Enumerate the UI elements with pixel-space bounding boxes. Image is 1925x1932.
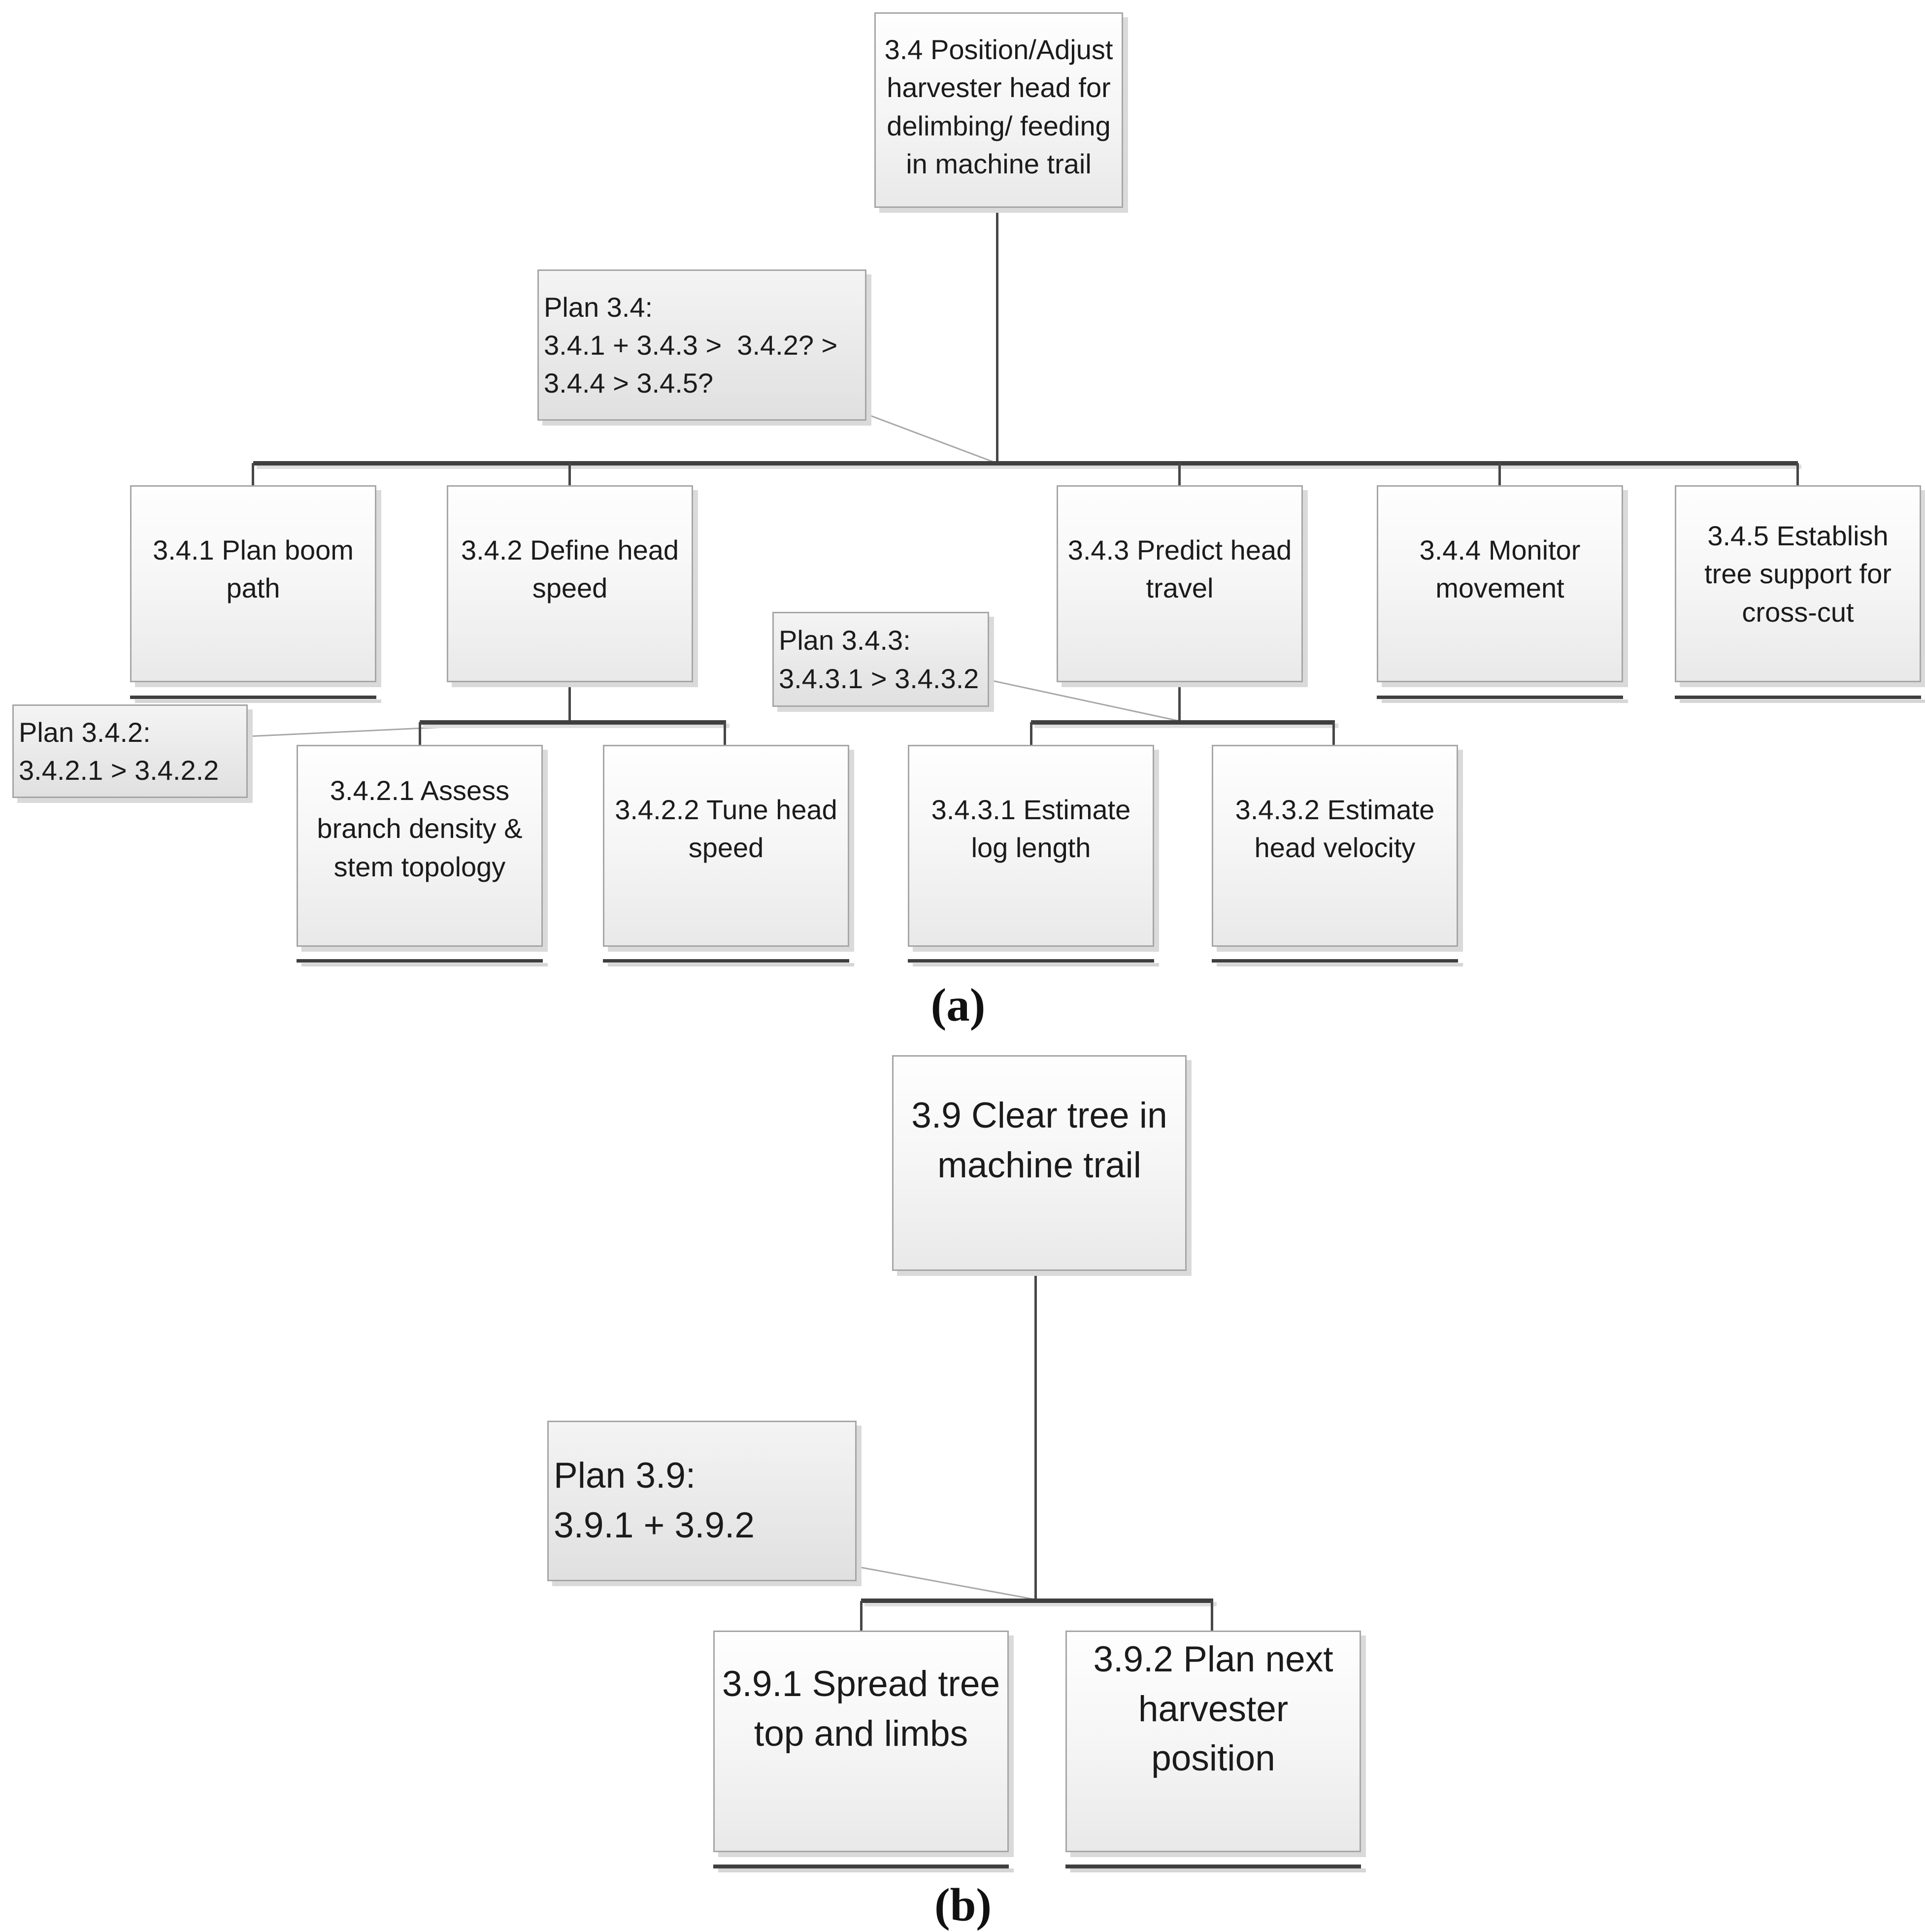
terminal-marker-3-9-1 <box>713 1865 1009 1868</box>
terminal-marker-3-4-5 <box>1675 696 1921 699</box>
connector-stem-3-4-1 <box>252 463 254 487</box>
task-label: 3.4.3.1 Estimate log length <box>931 794 1131 863</box>
terminal-marker-3-4-3-2 <box>1212 959 1458 963</box>
connector-stem-3-4-3-1 <box>1030 722 1032 747</box>
task-box-3-9-1: 3.9.1 Spread tree top and limbs <box>713 1631 1009 1852</box>
connector-stem-root-3-9 <box>1034 1270 1037 1601</box>
plan-box-3-9: Plan 3.9: 3.9.1 + 3.9.2 <box>547 1421 857 1581</box>
task-label: 3.9.1 Spread tree top and limbs <box>722 1664 1000 1754</box>
connector-stem-root-3-4 <box>996 208 998 464</box>
terminal-marker-3-4-1 <box>130 696 376 699</box>
panel-a-caption: (a) <box>930 979 986 1031</box>
task-label: 3.4 Position/Adjust harvester head for d… <box>884 33 1113 179</box>
plan-line: Plan 3.4: <box>544 291 653 323</box>
plan-line: 3.4.3.1 > 3.4.3.2 <box>779 663 979 694</box>
connector-bar-3-4-2 <box>420 720 726 725</box>
task-box-3-4-5: 3.4.5 Establish tree support for cross-c… <box>1675 485 1921 682</box>
task-box-3-4-2-2: 3.4.2.2 Tune head speed <box>603 745 849 947</box>
task-box-3-4-3: 3.4.3 Predict head travel <box>1057 485 1303 682</box>
plan-line: 3.9.1 + 3.9.2 <box>554 1505 755 1545</box>
connector-stem-3-4-2-down <box>568 682 571 722</box>
plan-line: Plan 3.9: <box>554 1456 696 1496</box>
connector-stem-3-4-3-2 <box>1332 722 1335 747</box>
connector-stem-3-4-2-2 <box>724 722 726 747</box>
plan-line: 3.4.4 > 3.4.5? <box>544 367 714 399</box>
task-box-3-4: 3.4 Position/Adjust harvester head for d… <box>874 12 1123 208</box>
leader-line-plan-3-9 <box>855 1566 1036 1600</box>
plan-line: Plan 3.4.2: <box>19 716 151 748</box>
connector-stem-3-9-1 <box>860 1601 863 1632</box>
terminal-marker-3-4-2-1 <box>297 959 543 963</box>
plan-line: Plan 3.4.3: <box>779 625 911 656</box>
terminal-marker-3-4-4 <box>1377 696 1623 699</box>
plan-box-3-4-2: Plan 3.4.2: 3.4.2.1 > 3.4.2.2 <box>12 704 248 798</box>
connector-stem-3-4-2 <box>568 463 571 487</box>
task-label: 3.4.3.2 Estimate head velocity <box>1235 794 1435 863</box>
connector-stem-3-4-3 <box>1178 463 1181 487</box>
leader-line-plan-3-4 <box>865 413 997 464</box>
task-box-3-9-2: 3.9.2 Plan next harvester position <box>1065 1631 1361 1852</box>
terminal-marker-3-9-2 <box>1065 1865 1361 1868</box>
connector-stem-3-9-2 <box>1211 1601 1213 1632</box>
plan-box-3-4-3: Plan 3.4.3: 3.4.3.1 > 3.4.3.2 <box>772 612 989 707</box>
task-label: 3.4.2.2 Tune head speed <box>615 794 837 863</box>
task-label: 3.4.1 Plan boom path <box>153 534 354 603</box>
connector-stem-3-4-3-down <box>1178 682 1181 722</box>
task-label: 3.4.2.1 Assess branch density & stem top… <box>317 775 523 882</box>
terminal-marker-3-4-2-2 <box>603 959 849 963</box>
connector-bar-3-4 <box>253 461 1798 466</box>
task-box-3-4-3-1: 3.4.3.1 Estimate log length <box>908 745 1154 947</box>
task-box-3-4-4: 3.4.4 Monitor movement <box>1377 485 1623 682</box>
task-label: 3.4.5 Establish tree support for cross-c… <box>1704 520 1892 628</box>
plan-line: 3.4.2.1 > 3.4.2.2 <box>19 755 219 786</box>
task-box-3-4-2: 3.4.2 Define head speed <box>447 485 693 682</box>
task-box-3-9: 3.9 Clear tree in machine trail <box>892 1055 1187 1271</box>
task-label: 3.9 Clear tree in machine trail <box>911 1096 1167 1185</box>
connector-bar-3-4-3 <box>1031 720 1335 725</box>
panel-b-caption: (b) <box>934 1879 992 1931</box>
connector-stem-3-4-5 <box>1796 463 1799 487</box>
connector-bar-3-9 <box>861 1599 1213 1603</box>
task-box-3-4-2-1: 3.4.2.1 Assess branch density & stem top… <box>297 745 543 947</box>
leader-line-plan-3-4-3 <box>988 679 1181 722</box>
connector-stem-3-4-4 <box>1498 463 1501 487</box>
task-box-3-4-1: 3.4.1 Plan boom path <box>130 485 376 682</box>
terminal-marker-3-4-3-1 <box>908 959 1154 963</box>
task-box-3-4-3-2: 3.4.3.2 Estimate head velocity <box>1212 745 1458 947</box>
plan-box-3-4: Plan 3.4: 3.4.1 + 3.4.3 > 3.4.2? > 3.4.4… <box>537 269 866 421</box>
task-label: 3.4.3 Predict head travel <box>1067 534 1292 603</box>
connector-stem-3-4-2-1 <box>419 722 421 747</box>
task-label: 3.9.2 Plan next harvester position <box>1093 1639 1333 1779</box>
task-label: 3.4.4 Monitor movement <box>1419 534 1581 603</box>
plan-line: 3.4.1 + 3.4.3 > 3.4.2? > <box>544 329 838 361</box>
task-label: 3.4.2 Define head speed <box>461 534 679 603</box>
